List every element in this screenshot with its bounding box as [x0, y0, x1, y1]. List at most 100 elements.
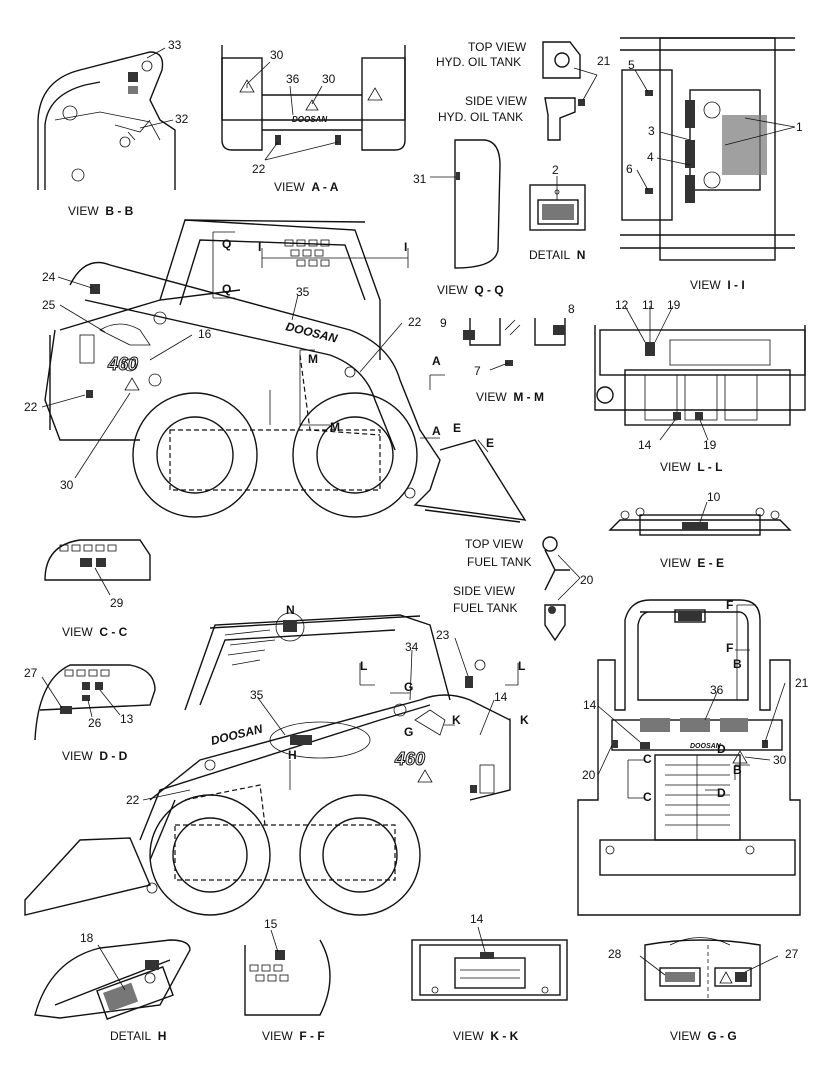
view-qq-drawing — [430, 139, 501, 269]
callout-2: 2 — [552, 163, 559, 177]
callout-22: 22 — [126, 793, 140, 807]
view-ff-drawing — [244, 929, 331, 1016]
callout-7: 7 — [474, 364, 481, 378]
callout-20: 20 — [580, 573, 594, 587]
section-letter-l: L — [360, 659, 368, 673]
svg-text:460: 460 — [107, 354, 138, 374]
section-letter-e: E — [486, 436, 495, 450]
callout-6: 6 — [626, 162, 633, 176]
section-letter-a: A — [432, 354, 441, 368]
callout-20: 20 — [582, 768, 596, 782]
callout-1: 1 — [796, 120, 803, 134]
view-kk-title: VIEW K - K — [453, 1029, 519, 1043]
callout-14: 14 — [494, 690, 508, 704]
callout-14: 14 — [583, 698, 597, 712]
section-letter-q: Q — [222, 237, 232, 251]
callout-13: 13 — [120, 712, 134, 726]
view-mm-drawing — [463, 318, 566, 371]
view-ll-drawing — [594, 305, 806, 441]
section-letter-i: I — [258, 240, 262, 254]
view-qq-title: VIEW Q - Q — [437, 283, 504, 297]
callout-29: 29 — [110, 596, 124, 610]
callout-30: 30 — [322, 72, 336, 86]
fuel-top-caption-2: FUEL TANK — [467, 555, 532, 569]
section-letter-b: B — [733, 763, 742, 777]
callout-22: 22 — [24, 400, 38, 414]
callout-30: 30 — [60, 478, 74, 492]
view-aa-title: VIEW A - A — [274, 180, 339, 194]
callout-21: 21 — [597, 54, 611, 68]
hyd-top-caption-1: TOP VIEW — [468, 40, 527, 54]
callout-27: 27 — [785, 947, 799, 961]
view-dd-drawing — [34, 664, 156, 741]
loader-rear-drawing: DOOSAN — [577, 599, 801, 916]
view-bb-drawing — [37, 47, 176, 190]
section-letter-c: C — [643, 790, 652, 804]
fuel-side-caption-1: SIDE VIEW — [453, 584, 516, 598]
section-letter-m: M — [330, 420, 340, 434]
callout-16: 16 — [198, 327, 212, 341]
callout-26: 26 — [88, 716, 102, 730]
view-ll-title: VIEW L - L — [660, 460, 723, 474]
section-letter-l: L — [518, 659, 526, 673]
fuel-top-caption-1: TOP VIEW — [465, 537, 524, 551]
callout-33: 33 — [168, 38, 182, 52]
callout-19: 19 — [703, 438, 717, 452]
section-letter-g: G — [404, 725, 414, 739]
detail-n-drawing — [529, 176, 586, 231]
callout-11: 11 — [642, 298, 655, 312]
callout-25: 25 — [42, 298, 56, 312]
svg-text:DOOSAN: DOOSAN — [292, 115, 327, 124]
fuel-side-caption-2: FUEL TANK — [453, 601, 518, 615]
loader-side-right-drawing: DOOSAN 460 — [24, 612, 519, 916]
view-ii-drawing — [620, 37, 796, 261]
section-letter-f: F — [726, 598, 734, 612]
hyd-side-caption-1: SIDE VIEW — [465, 94, 528, 108]
hyd-top-caption-2: HYD. OIL TANK — [436, 55, 522, 69]
hyd-side-caption-2: HYD. OIL TANK — [438, 110, 524, 124]
detail-h-title: DETAIL H — [110, 1029, 167, 1043]
callout-21: 21 — [795, 676, 809, 690]
callout-9: 9 — [440, 316, 447, 330]
section-letter-f: F — [726, 641, 734, 655]
callout-35: 35 — [250, 688, 264, 702]
svg-text:DOOSAN: DOOSAN — [209, 722, 264, 748]
view-kk-drawing — [411, 926, 568, 1001]
callout-18: 18 — [80, 931, 94, 945]
view-ee-title: VIEW E - E — [660, 556, 725, 570]
callout-32: 32 — [175, 112, 189, 126]
section-letter-k: K — [452, 713, 461, 727]
hyd-oil-tank-drawing — [542, 41, 598, 141]
svg-text:460: 460 — [394, 749, 425, 769]
section-letter-d: D — [717, 786, 726, 800]
callout-28: 28 — [608, 947, 622, 961]
section-letter-q: Q — [222, 282, 232, 296]
callout-22: 22 — [252, 162, 266, 176]
section-letter-d: D — [717, 742, 726, 756]
callout-3: 3 — [648, 124, 655, 138]
callout-5: 5 — [628, 58, 635, 72]
section-letter-n: N — [286, 603, 295, 617]
section-letter-c: C — [643, 752, 652, 766]
section-letter-b: B — [733, 657, 742, 671]
svg-text:DOOSAN: DOOSAN — [690, 743, 722, 750]
view-cc-title: VIEW C - C — [62, 625, 128, 639]
callout-23: 23 — [436, 628, 450, 642]
callout-34: 34 — [405, 640, 419, 654]
view-aa-drawing: DOOSAN — [221, 45, 406, 161]
callout-30: 30 — [773, 753, 787, 767]
callout-24: 24 — [42, 270, 56, 284]
view-gg-drawing — [639, 937, 779, 1001]
callout-27: 27 — [24, 666, 38, 680]
section-letter-g: G — [404, 680, 414, 694]
callout-36: 36 — [286, 72, 300, 86]
callout-31: 31 — [413, 172, 427, 186]
callout-36: 36 — [710, 683, 724, 697]
callout-22: 22 — [408, 315, 422, 329]
loader-side-left-drawing: DOOSAN 460 — [41, 219, 527, 523]
view-gg-title: VIEW G - G — [670, 1029, 737, 1043]
detail-h-drawing — [34, 939, 191, 1020]
detail-n-title: DETAIL N — [529, 248, 586, 262]
section-letter-i: I — [404, 240, 408, 254]
